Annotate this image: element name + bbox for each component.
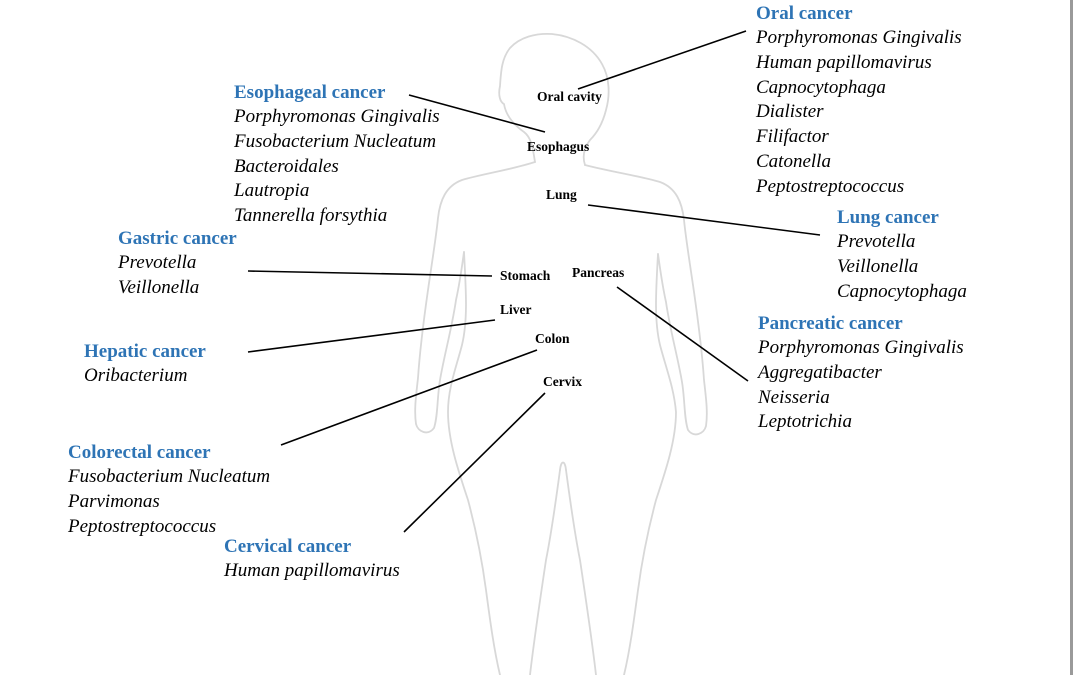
microbe-item: Capnocytophaga xyxy=(756,76,886,98)
hepatic-cancer-microbe-list: Oribacterium xyxy=(84,364,206,389)
esophageal-cancer-connector xyxy=(408,94,546,133)
cervical-cancer-microbe-list: Human papillomavirus xyxy=(224,559,400,584)
microbe-item: Human papillomavirus xyxy=(756,51,932,73)
lung-cancer-microbe-list: Prevotella Veillonella Capnocytophaga xyxy=(837,230,967,304)
microbe-item: Dialister xyxy=(756,101,824,123)
microbe-item: Peptostreptococcus xyxy=(756,175,905,197)
lung-cancer-connector xyxy=(587,204,821,236)
gastric-cancer-group: Gastric cancer Prevotella Veillonella xyxy=(118,227,237,301)
microbe-item: Porphyromonas Gingivalis xyxy=(758,337,964,358)
colorectal-cancer-microbe-list: Fusobacterium Nucleatum Parvimonas Pepto… xyxy=(68,465,270,539)
gastric-cancer-title: Gastric cancer xyxy=(118,228,237,249)
lung-cancer-group: Lung cancer Prevotella Veillonella Capno… xyxy=(837,206,967,304)
microbe-item: Neisseria xyxy=(758,386,830,408)
pancreatic-cancer-microbe-list: Porphyromonas Gingivalis Aggregatibacter… xyxy=(758,336,964,435)
lung-cancer-title: Lung cancer xyxy=(837,207,939,228)
microbe-item: Prevotella xyxy=(837,231,916,252)
window-edge xyxy=(1070,0,1073,675)
esophageal-cancer-microbe-list: Porphyromonas Gingivalis Fusobacterium N… xyxy=(234,105,440,229)
pancreatic-cancer-connector xyxy=(616,286,749,382)
microbe-item: Oribacterium xyxy=(84,365,188,386)
organ-label-liver: Liver xyxy=(500,302,532,317)
colorectal-cancer-title: Colorectal cancer xyxy=(68,442,211,463)
organ-label-colon: Colon xyxy=(535,331,570,346)
microbe-item: Porphyromonas Gingivalis xyxy=(234,106,440,127)
esophageal-cancer-group: Esophageal cancer Porphyromonas Gingival… xyxy=(234,81,440,229)
microbe-item: Veillonella xyxy=(118,276,200,298)
microbe-item: Porphyromonas Gingivalis xyxy=(756,27,962,48)
microbe-item: Leptotrichia xyxy=(758,411,852,433)
microbe-item: Fusobacterium Nucleatum xyxy=(234,130,437,152)
organ-label-stomach: Stomach xyxy=(500,268,551,283)
hepatic-cancer-group: Hepatic cancer Oribacterium xyxy=(84,340,206,389)
cervical-cancer-group: Cervical cancer Human papillomavirus xyxy=(224,535,400,584)
oral-cancer-group: Oral cancer Porphyromonas Gingivalis Hum… xyxy=(756,2,962,200)
oral-cancer-microbe-list: Porphyromonas Gingivalis Human papilloma… xyxy=(756,26,962,200)
oral-cancer-title: Oral cancer xyxy=(756,3,853,24)
gastric-cancer-microbe-list: Prevotella Veillonella xyxy=(118,251,237,301)
microbe-item: Capnocytophaga xyxy=(837,280,967,302)
organ-label-pancreas: Pancreas xyxy=(572,265,625,280)
hepatic-cancer-title: Hepatic cancer xyxy=(84,341,206,362)
gastric-cancer-connector xyxy=(247,270,493,277)
organ-label-lung: Lung xyxy=(546,187,577,202)
pancreatic-cancer-group: Pancreatic cancer Porphyromonas Gingival… xyxy=(758,312,964,435)
hepatic-cancer-connector xyxy=(247,319,496,353)
organ-label-oral-cavity: Oral cavity xyxy=(537,89,602,104)
organ-label-cervix: Cervix xyxy=(543,374,582,389)
microbe-item: Veillonella xyxy=(837,255,919,277)
oral-cancer-connector xyxy=(577,30,747,90)
cervical-cancer-title: Cervical cancer xyxy=(224,536,352,557)
colorectal-cancer-connector xyxy=(280,349,538,446)
microbe-item: Peptostreptococcus xyxy=(68,515,217,537)
microbe-item: Bacteroidales xyxy=(234,155,339,177)
colorectal-cancer-group: Colorectal cancer Fusobacterium Nucleatu… xyxy=(68,441,270,539)
esophageal-cancer-title: Esophageal cancer xyxy=(234,82,386,103)
microbe-item: Tannerella forsythia xyxy=(234,205,388,227)
microbe-item: Prevotella xyxy=(118,252,197,273)
microbe-item: Catonella xyxy=(756,150,831,172)
microbe-item: Human papillomavirus xyxy=(224,560,400,581)
organ-label-esophagus: Esophagus xyxy=(527,139,590,154)
microbe-item: Parvimonas xyxy=(68,490,160,512)
pancreatic-cancer-title: Pancreatic cancer xyxy=(758,313,903,334)
microbe-item: Fusobacterium Nucleatum xyxy=(68,466,271,487)
microbe-item: Lautropia xyxy=(234,180,310,202)
cervical-cancer-connector xyxy=(403,392,546,533)
microbe-item: Filifactor xyxy=(756,126,829,148)
microbe-item: Aggregatibacter xyxy=(758,361,882,383)
